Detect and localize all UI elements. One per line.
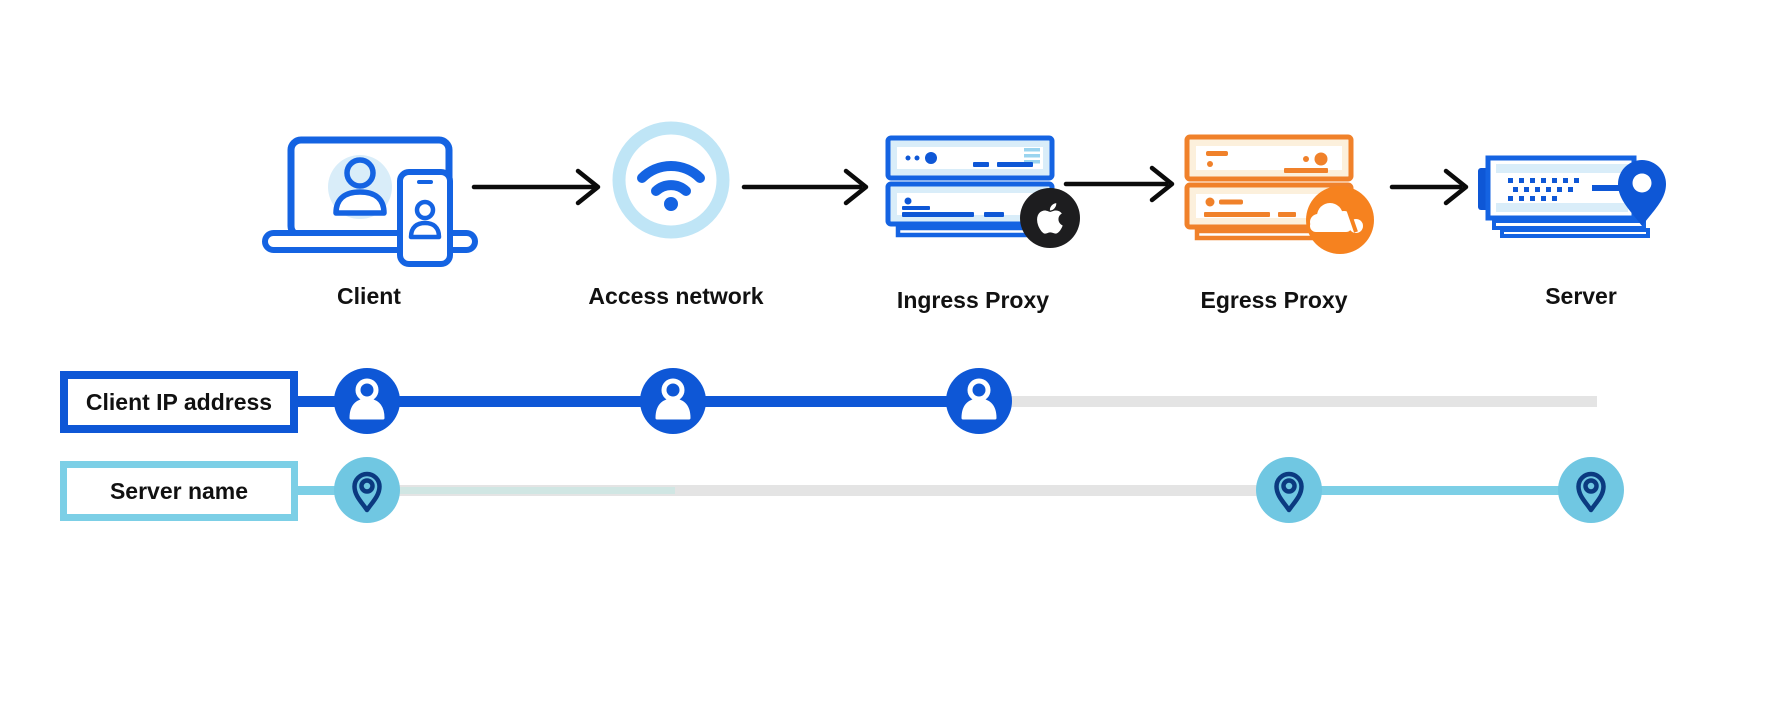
- flow-label-egress-proxy: Egress Proxy: [1200, 287, 1348, 313]
- flow-arrow-2: [741, 168, 869, 206]
- ingress-proxy-icon: [885, 135, 1080, 248]
- server-name-label-box: Server name: [60, 461, 298, 521]
- server-icon: [1478, 155, 1666, 238]
- client-devices-icon: [262, 136, 478, 267]
- client-ip-hidden-segment: [979, 396, 1597, 407]
- server-name-faint-overlay: [367, 487, 675, 494]
- apple-logo-badge: [1020, 188, 1080, 248]
- person-node-ingress-proxy: [946, 368, 1012, 434]
- wifi-icon: [612, 121, 730, 239]
- server-name-label: Server name: [109, 477, 249, 504]
- location-pin-icon: [1618, 160, 1666, 226]
- flow-label-access-network: Access network: [588, 283, 764, 309]
- flow-arrow-4: [1389, 168, 1469, 206]
- cloudflare-logo-badge: [1306, 186, 1374, 254]
- flow-label-client: Client: [337, 283, 401, 309]
- client-ip-visible-segment: [296, 396, 979, 407]
- client-ip-track: [296, 368, 1597, 434]
- flow-arrow-3: [1063, 165, 1175, 203]
- client-ip-label: Client IP address: [85, 388, 273, 415]
- pin-node-egress-proxy: [1256, 457, 1322, 523]
- egress-proxy-icon: [1184, 134, 1374, 254]
- server-name-track: [296, 457, 1624, 523]
- server-name-visible-segment: [1289, 486, 1591, 495]
- server-dot-grid: [1508, 178, 1579, 201]
- flow-label-server: Server: [1545, 283, 1617, 309]
- person-node-client: [334, 368, 400, 434]
- flow-label-ingress-proxy: Ingress Proxy: [896, 287, 1050, 313]
- person-node-access-network: [640, 368, 706, 434]
- pin-node-client: [334, 457, 400, 523]
- server-name-hidden-segment: [367, 485, 1289, 496]
- client-ip-label-box: Client IP address: [60, 371, 298, 433]
- flow-arrow-1: [471, 168, 601, 206]
- pin-node-server: [1558, 457, 1624, 523]
